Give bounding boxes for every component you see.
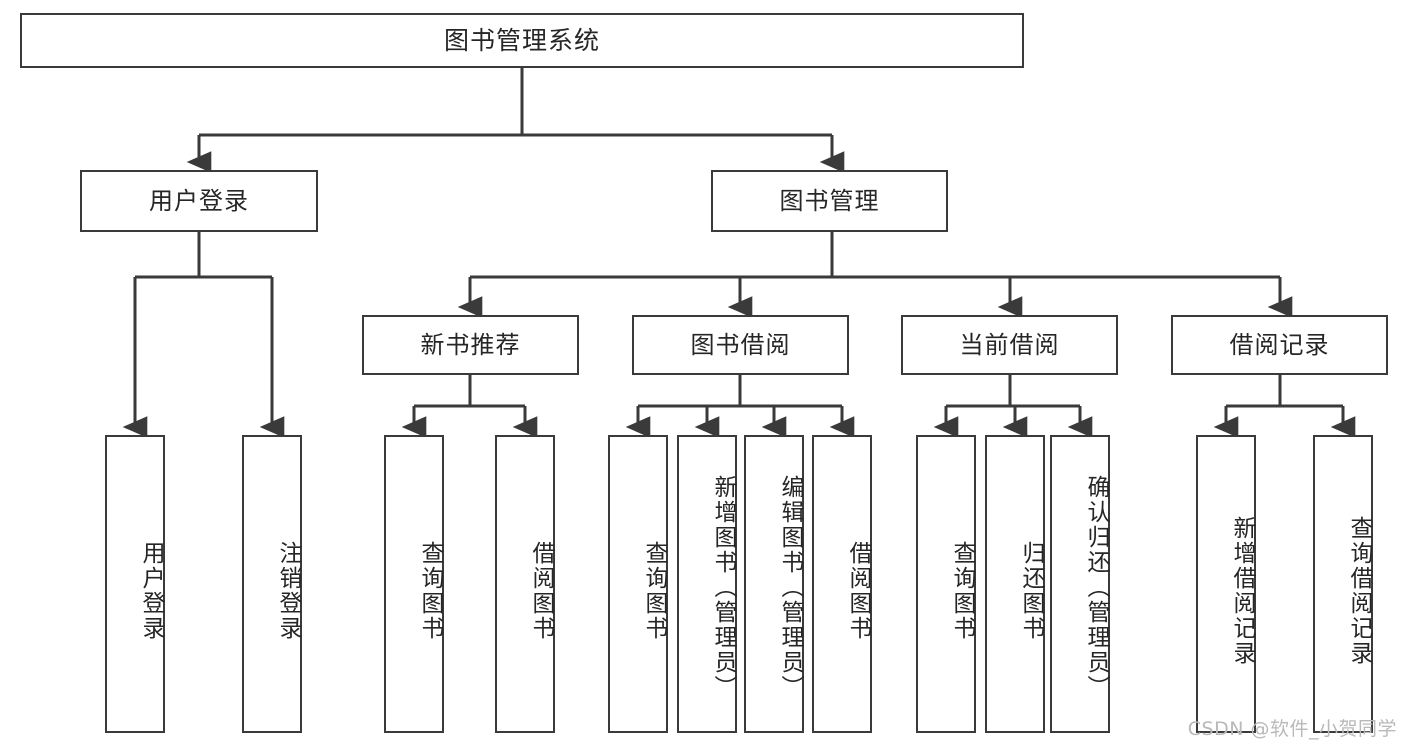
leaf-book-borrow-query[interactable]: 查询图书 [608,435,668,733]
node-new-book-recommend[interactable]: 新书推荐 [362,315,579,375]
node-root-system[interactable]: 图书管理系统 [20,13,1024,68]
node-current-borrow[interactable]: 当前借阅 [901,315,1118,375]
leaf-borrow-record-add[interactable]: 新增借阅记录 [1196,435,1256,733]
leaf-current-borrow-confirm-return[interactable]: 确认归还（管理员） [1050,435,1110,733]
leaf-new-book-borrow[interactable]: 借阅图书 [495,435,555,733]
node-borrow-record[interactable]: 借阅记录 [1171,315,1388,375]
leaf-current-borrow-query[interactable]: 查询图书 [916,435,976,733]
node-user-login[interactable]: 用户登录 [80,170,318,232]
leaf-new-book-query[interactable]: 查询图书 [384,435,444,733]
leaf-user-login-logout[interactable]: 注销登录 [242,435,302,733]
leaf-borrow-record-query[interactable]: 查询借阅记录 [1313,435,1373,733]
leaf-book-borrow-add[interactable]: 新增图书（管理员） [677,435,737,733]
leaf-book-borrow-edit[interactable]: 编辑图书（管理员） [744,435,804,733]
leaf-book-borrow-borrow[interactable]: 借阅图书 [812,435,872,733]
leaf-user-login-login[interactable]: 用户登录 [105,435,165,733]
leaf-current-borrow-return[interactable]: 归还图书 [985,435,1045,733]
node-book-management[interactable]: 图书管理 [711,170,948,232]
csdn-watermark: CSDN @软件_小贺同学 [1187,718,1397,740]
node-book-borrow[interactable]: 图书借阅 [632,315,849,375]
